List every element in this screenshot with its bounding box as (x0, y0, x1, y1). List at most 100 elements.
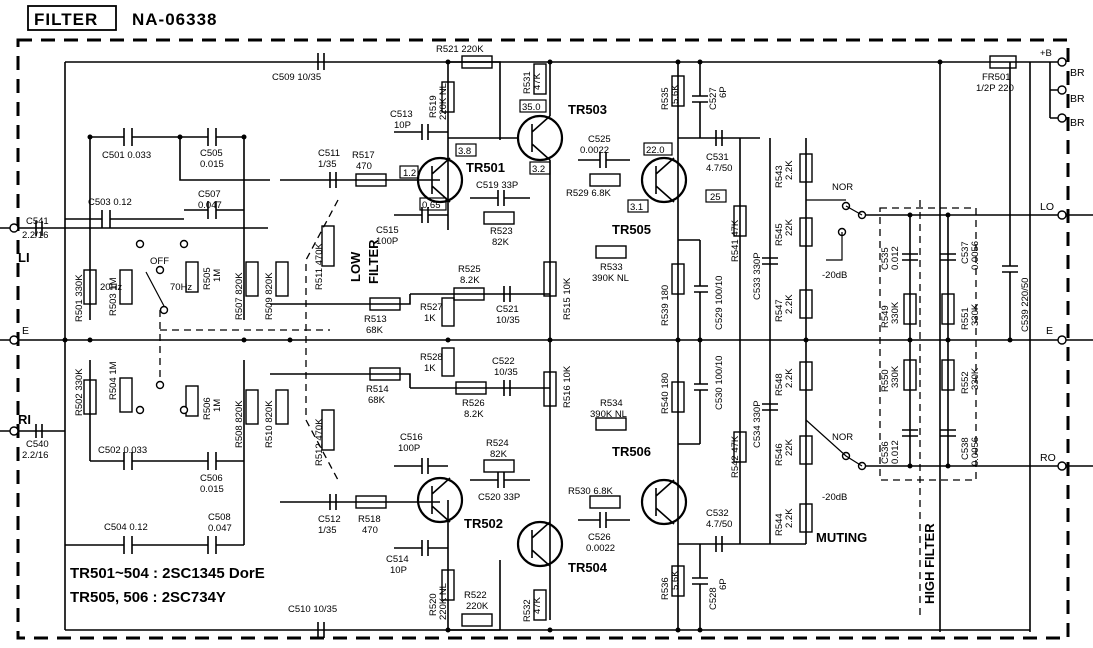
c511-value: 1/35 (318, 159, 337, 170)
r525-label: R525 (458, 264, 481, 275)
e-left-label: E (22, 325, 29, 337)
r536-resistor (671, 565, 685, 597)
r513-resistor (369, 297, 401, 311)
c510-label: C510 10/35 (288, 604, 337, 615)
c506-capacitor (180, 452, 244, 470)
lo-label: LO (1040, 201, 1054, 213)
r503-resistor (119, 269, 133, 305)
r528-resistor (441, 347, 455, 377)
c532-capacitor (715, 536, 723, 552)
c520-label: C520 33P (478, 492, 520, 503)
fr501-value: 1/2P 220 (976, 83, 1014, 94)
r531-label: R531 (522, 71, 533, 94)
r533-resistor (595, 245, 627, 259)
r539-resistor (671, 263, 685, 295)
voltage-0-65: 0.65 (422, 200, 441, 211)
r509-resistor (275, 261, 289, 297)
r530-label: R530 6.8K (568, 486, 614, 497)
c514-capacitor (394, 540, 448, 556)
r531-value: 47K (532, 72, 543, 90)
r523-value: 82K (492, 237, 510, 248)
nor-top-label: NOR (832, 182, 853, 193)
c513-capacitor (394, 124, 448, 140)
c536-label: C536 (880, 441, 891, 464)
r545-resistor (799, 217, 813, 247)
r529-label: R529 6.8K (566, 188, 612, 199)
r552-label: R552 (960, 371, 971, 394)
c501-label: C501 0.033 (102, 150, 151, 161)
c513-label: C513 (390, 109, 413, 120)
r515-label: R515 10K (562, 277, 573, 320)
br-label-1: BR (1070, 67, 1085, 79)
r551-value: 330K (970, 303, 981, 326)
r519-resistor (441, 81, 455, 113)
c501-capacitor (90, 128, 180, 146)
r544-resistor (799, 503, 813, 533)
r506-label: R506 (202, 397, 213, 420)
r528-value: 1K (424, 363, 436, 374)
voltage-3-1: 3.1 (630, 202, 643, 213)
r525-value: 8.2K (460, 275, 480, 286)
c533-label: C533 330P (752, 252, 763, 300)
c531-value: 4.7/50 (706, 163, 732, 174)
r541-label: R541 47K (730, 219, 741, 262)
r533-label: R533 (600, 262, 623, 273)
ro-label: RO (1040, 452, 1056, 464)
r506-resistor (185, 385, 199, 417)
e-right-label: E (1046, 325, 1053, 337)
ri-label: RI (18, 412, 31, 427)
c512-label: C512 (318, 514, 341, 525)
c528-capacitor (692, 544, 708, 630)
e-left-terminal (9, 335, 19, 345)
r532-value: 47K (532, 596, 543, 614)
c539-label: C539 220/50 (1020, 278, 1031, 332)
r502-label: R502 330K (74, 368, 85, 416)
c519-capacitor (470, 190, 530, 206)
c504-capacitor (65, 536, 184, 554)
tr505-transistor (640, 156, 688, 204)
r503-label: R503 1M (108, 277, 119, 316)
r511-resistor (321, 225, 335, 267)
c531-capacitor (715, 130, 723, 146)
r536-value: 5.6K (670, 570, 681, 590)
c503-capacitor (65, 210, 184, 228)
fr501-label: FR501 (982, 72, 1011, 83)
ri-terminal (9, 426, 19, 436)
plus-b-label: +B (1040, 48, 1052, 59)
tr504-label: TR504 (568, 560, 608, 575)
c516-value: 100P (398, 443, 420, 454)
r501-resistor (83, 269, 97, 305)
c527-label: C527 (708, 87, 719, 110)
voltage-3-8: 3.8 (458, 146, 471, 157)
voltage-3-2: 3.2 (532, 164, 545, 175)
c541-capacitor (35, 221, 43, 236)
r536-label: R536 (660, 577, 671, 600)
fr501-resistor (989, 55, 1017, 69)
c506-label: C506 (200, 473, 223, 484)
r516-label: R516 10K (562, 365, 573, 408)
r543-value: 2.2K (784, 160, 795, 180)
junction-dots (62, 59, 1013, 633)
r546-label: R546 (774, 443, 785, 466)
c525-value: 0.0022 (580, 145, 609, 156)
c513-value: 10P (394, 120, 411, 131)
r519-value: 220K NL (438, 83, 449, 120)
r522-label: R522 (464, 590, 487, 601)
c530-capacitor (694, 340, 708, 444)
r535-label: R535 (660, 87, 671, 110)
c502-label: C502 0.033 (98, 445, 147, 456)
r549-value: 330K (890, 301, 901, 324)
c535-value: 0.012 (890, 246, 901, 270)
r524-value: 82K (490, 449, 508, 460)
tr505-label: TR505 (612, 222, 651, 237)
r532-label: R532 (522, 599, 533, 622)
r548-resistor (799, 361, 813, 391)
db-bot-label: -20dB (822, 492, 847, 503)
r524-label: R524 (486, 438, 509, 449)
r519-label: R519 (428, 95, 439, 118)
r513-value: 68K (366, 325, 384, 336)
r545-label: R545 (774, 223, 785, 246)
c508-value: 0.047 (208, 523, 232, 534)
power-rail (939, 62, 1031, 632)
